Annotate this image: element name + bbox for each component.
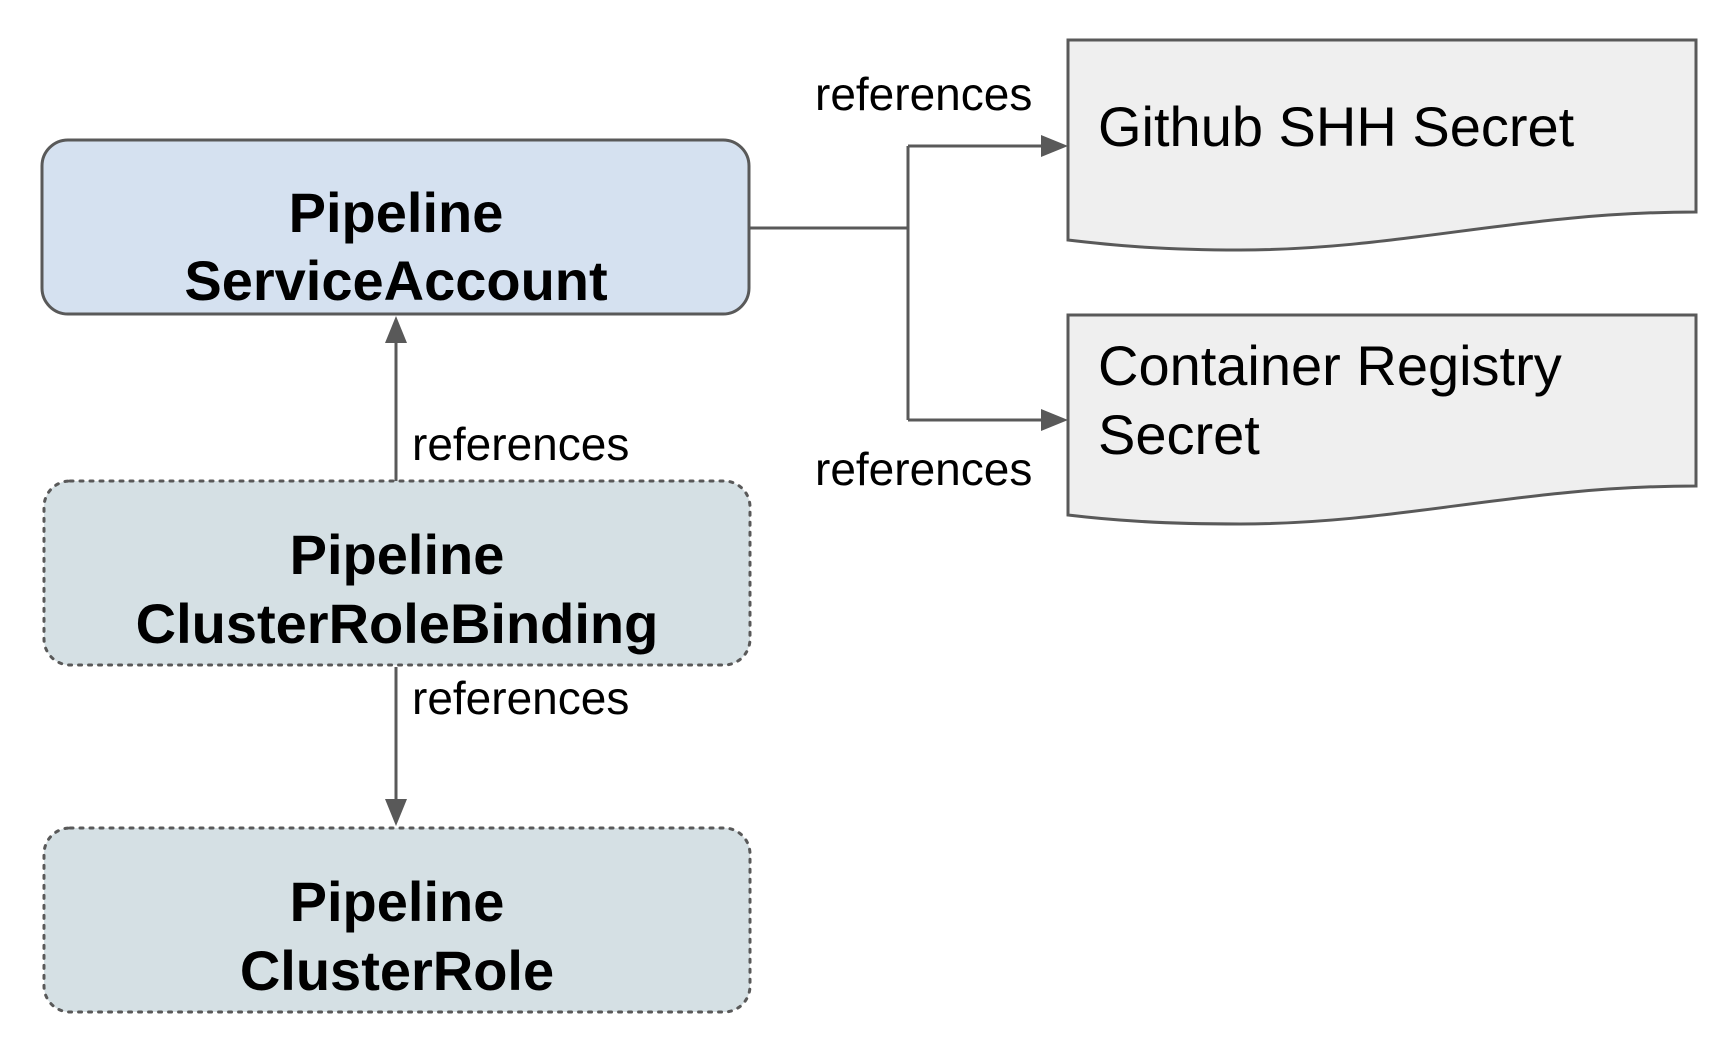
node-label-line1: Container Registry [1098,334,1562,397]
edge-label-serviceaccount-to-github: references [815,68,1032,120]
node-box [42,826,752,1014]
node-label-line1: Pipeline [289,181,504,244]
arrowhead-icon [385,316,407,343]
node-cluster-role-binding: Pipeline ClusterRoleBinding [42,479,752,667]
edge-label-binding-to-serviceaccount: references [412,418,629,470]
edge-label-binding-to-clusterrole: references [412,672,629,724]
arrowhead-icon [1041,409,1068,431]
node-box [40,138,751,316]
arrowhead-icon [1041,135,1068,157]
node-label-line1: Pipeline [290,870,505,933]
node-label-line2: ServiceAccount [184,249,607,312]
node-box [42,479,752,667]
document-shape [1066,38,1698,252]
edge-binding-to-clusterrole [385,667,407,826]
node-label-line2: Secret [1098,403,1260,466]
node-label-line2: ClusterRole [240,939,554,1002]
node-label-line1: Github SHH Secret [1098,95,1575,158]
node-label-line1: Pipeline [290,523,505,586]
node-github-secret: Github SHH Secret [1066,38,1698,252]
edge-label-serviceaccount-to-registry: references [815,443,1032,495]
arrowhead-icon [385,799,407,826]
document-shape [1066,313,1698,526]
node-cluster-role: Pipeline ClusterRole [42,826,752,1014]
edge-serviceaccount-to-secrets [749,135,1068,431]
edge-binding-to-serviceaccount [385,316,407,483]
node-registry-secret: Container Registry Secret [1066,313,1698,526]
node-label-line2: ClusterRoleBinding [136,592,659,655]
node-service-account: Pipeline ServiceAccount [40,138,751,316]
